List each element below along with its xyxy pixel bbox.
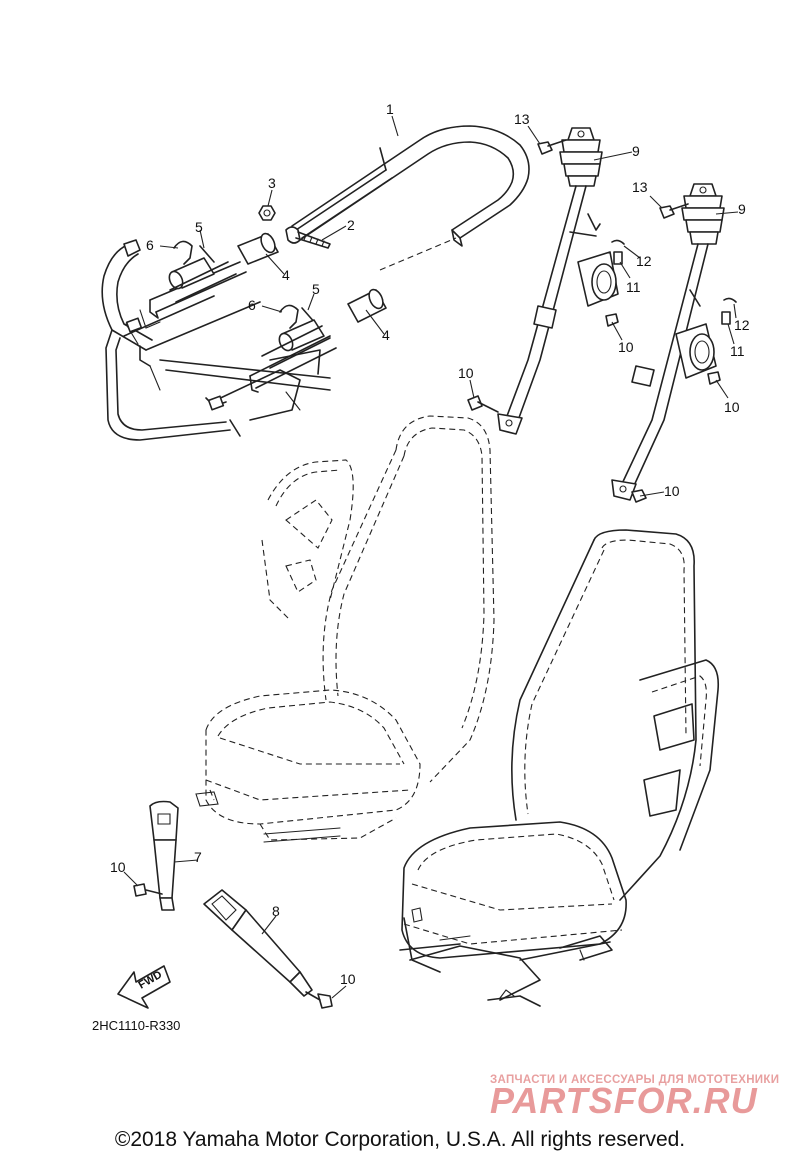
callout-11b: 11 xyxy=(730,343,745,359)
callout-6b: 6 xyxy=(248,297,256,313)
callout-11a: 11 xyxy=(626,279,641,295)
callout-12a: 12 xyxy=(636,253,652,269)
watermark-tagline: ЗАПЧАСТИ И АКСЕССУАРЫ ДЛЯ МОТОТЕХНИКИ xyxy=(490,1074,779,1086)
callout-10a: 10 xyxy=(458,365,474,381)
callout-10e: 10 xyxy=(110,859,126,875)
callout-10d: 10 xyxy=(664,483,680,499)
callout-7: 7 xyxy=(194,849,202,865)
callout-3: 3 xyxy=(268,175,276,191)
shoulder-belt-left xyxy=(467,127,625,435)
callout-numbers: 1 2 3 4 4 5 5 6 6 7 8 9 9 10 10 10 10 10… xyxy=(110,101,750,987)
callout-4b: 4 xyxy=(382,327,390,343)
callout-12b: 12 xyxy=(734,317,750,333)
callout-1: 1 xyxy=(386,101,394,117)
roll-bar-hardware xyxy=(168,205,387,369)
buckle-part-7 xyxy=(133,800,179,911)
buckle-part-8 xyxy=(203,889,333,1009)
watermark-brand: PARTSFOR.RU xyxy=(490,1080,758,1121)
callout-2: 2 xyxy=(347,217,355,233)
roll-bar xyxy=(291,125,530,271)
watermark: ЗАПЧАСТИ И АКСЕССУАРЫ ДЛЯ МОТОТЕХНИКИ PA… xyxy=(490,1074,779,1121)
copyright-notice: ©2018 Yamaha Motor Corporation, U.S.A. A… xyxy=(114,1128,686,1151)
callout-5b: 5 xyxy=(312,281,320,297)
callout-9b: 9 xyxy=(738,201,746,217)
callout-10b: 10 xyxy=(618,339,634,355)
seat-right xyxy=(399,529,720,1007)
callout-5a: 5 xyxy=(195,219,203,235)
callout-4a: 4 xyxy=(282,267,290,283)
callout-6a: 6 xyxy=(146,237,154,253)
callout-13a: 13 xyxy=(514,111,530,127)
diagram-code: 2HC1110-R330 xyxy=(92,1018,180,1033)
callout-10c: 10 xyxy=(724,399,740,415)
callout-8: 8 xyxy=(272,903,280,919)
callout-9a: 9 xyxy=(632,143,640,159)
callout-13b: 13 xyxy=(632,179,648,195)
callout-10f: 10 xyxy=(340,971,356,987)
leader-lines xyxy=(123,115,739,999)
fwd-arrow: FWD xyxy=(117,965,171,1009)
seat-left xyxy=(195,415,495,843)
